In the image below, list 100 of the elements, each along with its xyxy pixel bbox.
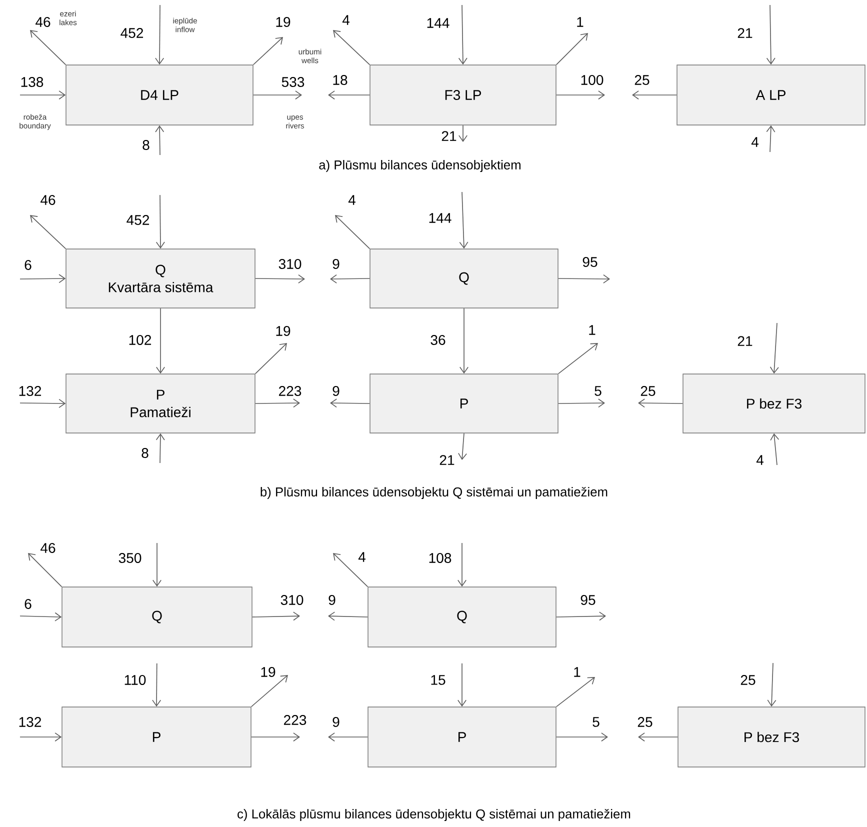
arrow bbox=[20, 398, 66, 408]
arrow bbox=[20, 90, 66, 100]
arrow bbox=[330, 398, 370, 408]
edge-label: 8 bbox=[142, 140, 150, 150]
process-box: D4 LP bbox=[66, 64, 254, 126]
edge-label: 350 bbox=[118, 553, 142, 563]
edge-label: 6 bbox=[24, 260, 32, 270]
edge-label: 21 bbox=[738, 28, 752, 38]
edge-label: 102 bbox=[129, 335, 152, 345]
arrow bbox=[558, 398, 605, 408]
edge-label: 1 bbox=[577, 17, 584, 27]
process-box: P Pamatieži bbox=[66, 374, 256, 434]
edge-label: 8 bbox=[142, 448, 148, 458]
edge-label: 25 bbox=[634, 75, 650, 85]
edge-label: 5 bbox=[592, 717, 600, 727]
arrow bbox=[156, 194, 165, 249]
edge-label: 138 bbox=[21, 77, 44, 87]
arrow bbox=[254, 274, 305, 284]
arrow bbox=[770, 322, 779, 374]
edge-label: 21 bbox=[442, 131, 456, 141]
arrow bbox=[254, 398, 300, 408]
edge-label: 144 bbox=[429, 213, 452, 223]
arrow bbox=[558, 274, 610, 284]
edge-label: 310 bbox=[280, 595, 304, 605]
arrow bbox=[152, 542, 162, 587]
arrow bbox=[556, 612, 606, 621]
panel-caption: a) Plūsmu bilances ūdensobjektiem bbox=[319, 160, 520, 172]
arrow bbox=[155, 125, 164, 156]
edge-label: 5 bbox=[594, 386, 602, 396]
arrow bbox=[335, 215, 370, 250]
arrow bbox=[28, 553, 62, 588]
process-box: Q bbox=[62, 586, 252, 648]
edge-label: 4 bbox=[751, 137, 758, 147]
edge-label: 310 bbox=[278, 259, 302, 269]
arrow bbox=[20, 274, 66, 284]
edge-label: 25 bbox=[638, 717, 652, 727]
edge-label: 19 bbox=[276, 17, 290, 27]
arrow bbox=[20, 732, 62, 742]
arrow bbox=[254, 343, 287, 374]
arrow bbox=[770, 433, 780, 466]
edge-label: 132 bbox=[19, 717, 42, 727]
arrow bbox=[156, 308, 166, 374]
process-box: P bbox=[370, 374, 558, 434]
edge-label: 132 bbox=[19, 386, 42, 396]
arrow bbox=[328, 612, 368, 621]
arrow bbox=[252, 612, 300, 621]
edge-label: 1 bbox=[574, 667, 580, 677]
arrow bbox=[556, 90, 605, 100]
arrow bbox=[328, 90, 370, 100]
edge-label: 4 bbox=[756, 455, 764, 465]
arrow bbox=[333, 553, 368, 588]
arrow bbox=[155, 4, 164, 65]
edge-label: 6 bbox=[24, 599, 32, 609]
edge-label: 110 bbox=[124, 675, 146, 685]
process-box: Q bbox=[370, 248, 558, 308]
edge-label: 4 bbox=[342, 15, 350, 25]
edge-label: 25 bbox=[740, 675, 756, 685]
process-box: Q Kvartāra sistēma bbox=[66, 248, 256, 308]
edge-label: 95 bbox=[582, 257, 598, 267]
arrow bbox=[328, 732, 368, 742]
edge-label: 19 bbox=[276, 326, 290, 336]
panel-caption: b) Plūsmu bilances ūdensobjektu Q sistēmai un pamatiežiem bbox=[260, 487, 608, 500]
process-box: P bez F3 bbox=[678, 706, 866, 768]
arrow bbox=[766, 125, 776, 152]
process-box: P bez F3 bbox=[682, 374, 866, 434]
edge-label: 9 bbox=[332, 717, 340, 727]
edge-label: 9 bbox=[332, 259, 340, 269]
edge-label: 144 bbox=[427, 18, 450, 28]
arrow bbox=[458, 542, 467, 587]
edge-label: 18 bbox=[333, 75, 348, 85]
edge-label: 25 bbox=[640, 386, 656, 396]
panel-caption: c) Lokālās plūsmu bilances ūdensobjektu Q sistēmai un pamatiežiem bbox=[238, 809, 630, 822]
edge-label: 4 bbox=[358, 552, 366, 562]
edge-label: 21 bbox=[738, 336, 752, 346]
arrow bbox=[458, 4, 468, 65]
edge-label: 533 bbox=[282, 77, 304, 87]
edge-label: 15 bbox=[431, 675, 446, 685]
arrow bbox=[558, 343, 598, 374]
arrow bbox=[767, 662, 776, 707]
edge-label: 223 bbox=[278, 386, 302, 396]
edge-label: 36 bbox=[430, 335, 446, 345]
arrow bbox=[250, 675, 288, 708]
edge-label: 46 bbox=[40, 195, 56, 205]
edge-label: 452 bbox=[120, 28, 144, 38]
arrow bbox=[556, 677, 595, 708]
edge-label: 19 bbox=[261, 667, 276, 677]
arrow bbox=[333, 30, 370, 66]
process-box: Q bbox=[368, 586, 556, 648]
arrow bbox=[330, 274, 370, 284]
process-box: P bbox=[62, 706, 252, 768]
arrow bbox=[460, 308, 469, 374]
arrow bbox=[556, 732, 608, 742]
edge-label: 1 bbox=[589, 325, 596, 335]
arrow bbox=[458, 124, 468, 142]
arrow bbox=[20, 612, 62, 622]
arrow bbox=[458, 662, 467, 707]
arrow bbox=[252, 37, 283, 66]
arrow bbox=[638, 398, 684, 408]
edge-label: 452 bbox=[126, 215, 150, 225]
arrow bbox=[250, 732, 300, 742]
